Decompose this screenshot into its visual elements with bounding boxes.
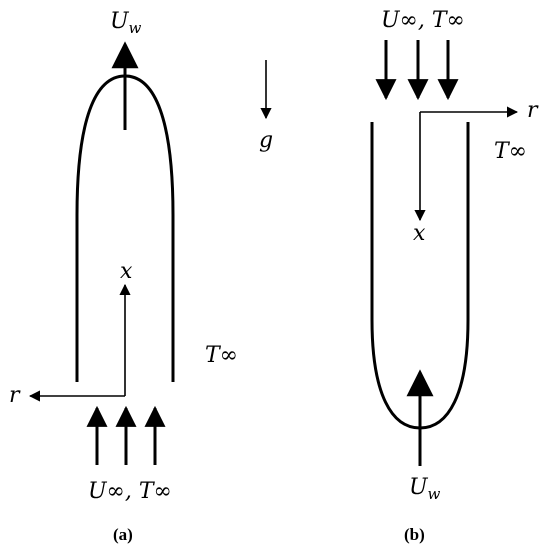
x-axis-label-a: x (120, 259, 133, 284)
panel-a: Uw x r T∞ U∞, T∞ (a) (9, 9, 238, 544)
wall-velocity-sub-a: w (129, 19, 142, 37)
ambient-temperature-label-b: T∞ (494, 139, 527, 164)
panel-b: U∞, T∞ r x T∞ Uw (b) (370, 8, 539, 544)
freestream-label-b: U∞, T∞ (381, 8, 465, 33)
r-axis-label-a: r (9, 383, 21, 408)
caption-a: (a) (113, 525, 133, 544)
freestream-label-a: U∞, T∞ (88, 479, 172, 504)
wall-velocity-label-a: U (110, 9, 130, 34)
x-axis-label-b: x (413, 221, 426, 246)
wall-velocity-label-b: U (409, 475, 429, 500)
svg-text:Uw: Uw (409, 475, 441, 503)
r-axis-label-b: r (527, 98, 539, 123)
ambient-temperature-label-a: T∞ (205, 343, 238, 368)
gravity-indicator: g (259, 60, 273, 153)
wall-velocity-sub-b: w (428, 485, 441, 503)
svg-text:Uw: Uw (110, 9, 142, 37)
caption-b: (b) (404, 525, 425, 544)
gravity-label: g (259, 128, 273, 153)
